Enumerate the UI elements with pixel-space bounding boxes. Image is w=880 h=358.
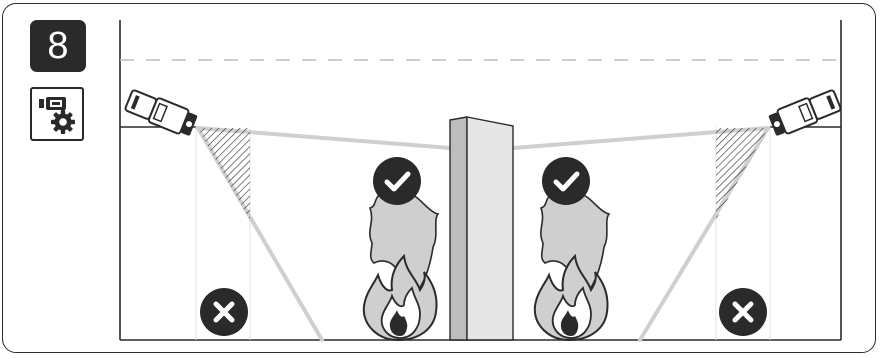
step-number-badge: 8 xyxy=(30,20,86,72)
central-barrier xyxy=(449,116,514,341)
flame-detector-icon xyxy=(124,89,198,136)
check-icon xyxy=(542,157,590,205)
flame-detector-icon xyxy=(768,89,842,136)
smoke-icon xyxy=(368,191,440,294)
fire-left xyxy=(362,191,440,342)
blind-zone-left xyxy=(198,128,250,220)
blind-zone-right xyxy=(716,128,768,220)
check-icon xyxy=(373,157,421,205)
cross-icon xyxy=(719,288,767,336)
camera-settings-icon xyxy=(30,87,84,141)
cross-icon xyxy=(200,288,248,336)
fire-right xyxy=(533,191,611,342)
smoke-icon xyxy=(539,191,611,294)
